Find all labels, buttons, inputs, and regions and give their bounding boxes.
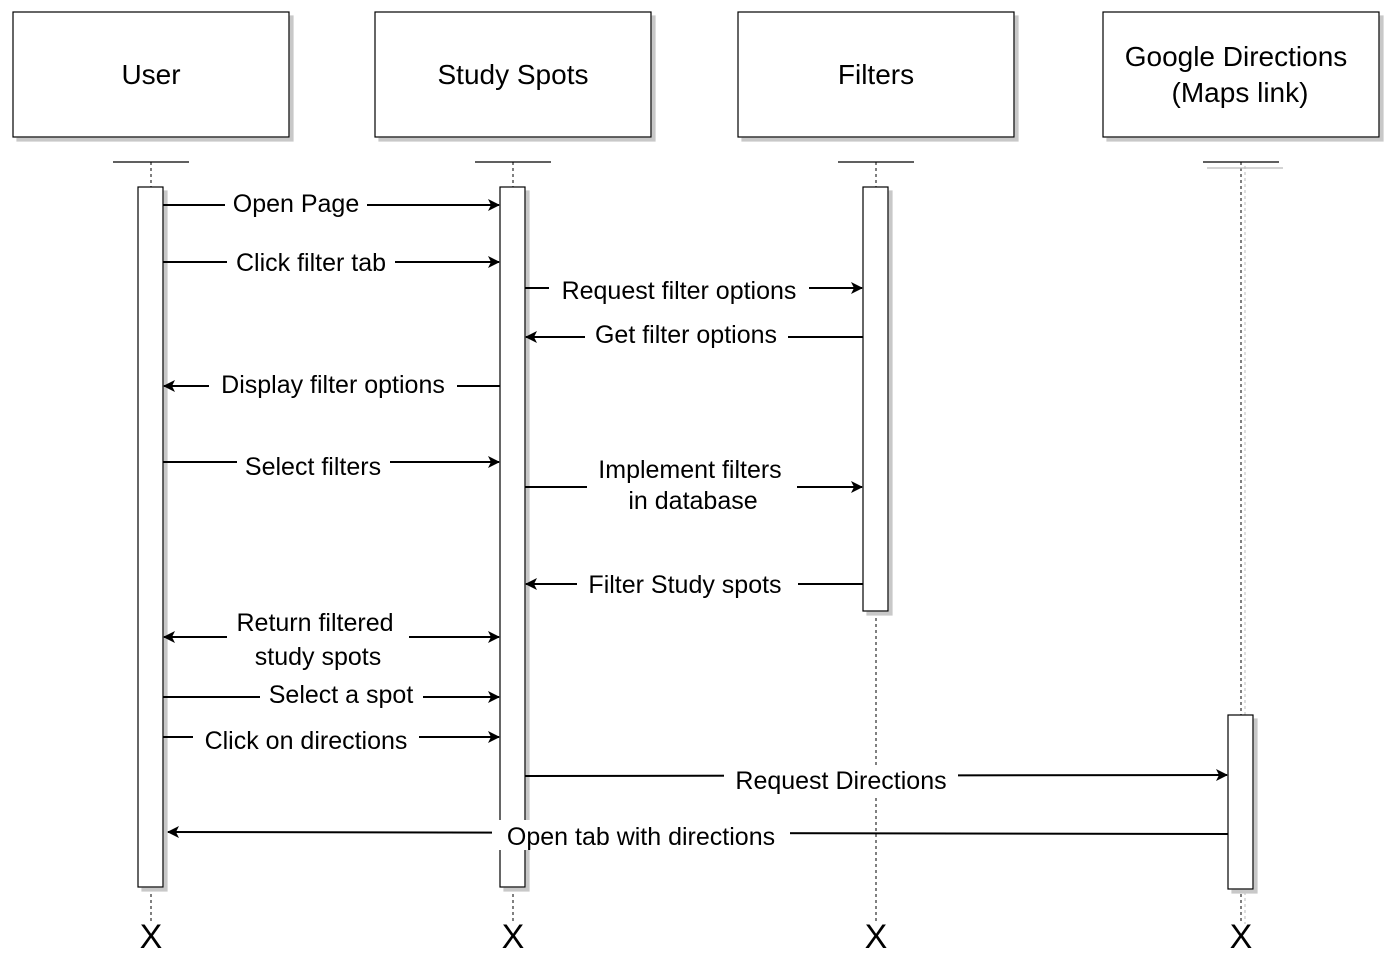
message-select-filters-label: Select filters (245, 453, 381, 481)
message-get-filter-options-label: Get filter options (595, 321, 777, 349)
activation-google-directions (1227, 714, 1254, 890)
message-click-directions-label: Click on directions (205, 727, 408, 755)
participant-study-spots: Study Spots (374, 11, 652, 138)
lifeline-ticks (113, 161, 1283, 169)
message-request-directions-label: Request Directions (735, 767, 946, 795)
activation-bars (137, 186, 1254, 890)
message-request-filter-options-label: Request filter options (562, 277, 797, 305)
message-filter-study-spots-label: Filter Study spots (588, 571, 781, 599)
participant-user: User (12, 11, 290, 138)
participant-user-label: User (121, 59, 180, 90)
message-return-filtered-label-line1: Return filtered (236, 609, 393, 637)
message-select-a-spot-label: Select a spot (269, 681, 414, 709)
message-implement-filters-label-line1: Implement filters (598, 456, 781, 484)
message-return-filtered-label-line2: study spots (255, 643, 381, 671)
message-display-filter-options-label: Display filter options (221, 371, 445, 399)
participant-study-spots-label: Study Spots (438, 59, 589, 90)
terminators: X X X X (137, 918, 1255, 956)
terminator-user-x: X (140, 918, 163, 956)
message-label-backgrounds (193, 190, 958, 850)
message-open-page-label: Open Page (233, 190, 360, 218)
participant-google-directions-label-line2: (Maps link) (1172, 77, 1309, 108)
participant-filters: Filters (737, 11, 1015, 138)
participant-google-directions: Google Directions (Maps link) (1102, 11, 1380, 138)
message-click-filter-tab-label: Click filter tab (236, 249, 386, 277)
terminator-study-spots-x: X (502, 918, 525, 956)
message-implement-filters-label-line2: in database (628, 487, 757, 515)
participant-google-directions-label-line1: Google Directions (1125, 41, 1348, 72)
participant-filters-label: Filters (838, 59, 914, 90)
activation-filters (862, 186, 889, 612)
terminator-google-directions-x: X (1230, 918, 1253, 956)
message-labels: Open Page Click filter tab Request filte… (205, 190, 947, 851)
activation-user (137, 186, 164, 888)
activation-study-spots (499, 186, 526, 888)
terminator-filters-x: X (865, 918, 888, 956)
message-open-tab-directions-label: Open tab with directions (507, 823, 775, 851)
